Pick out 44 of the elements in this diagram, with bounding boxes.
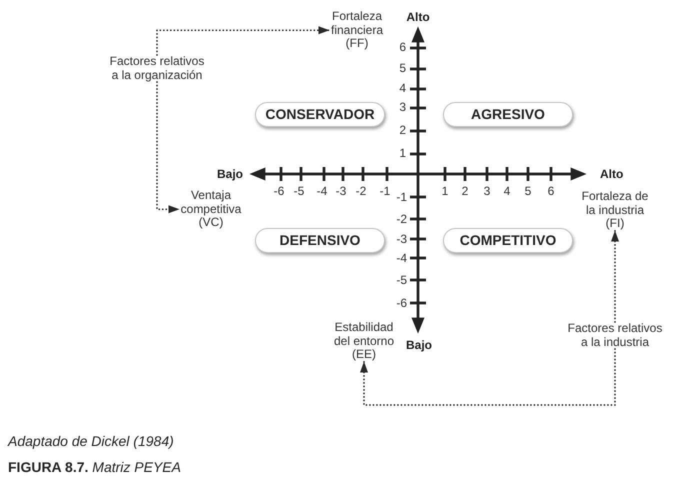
tick-label: -4 bbox=[396, 251, 407, 265]
tick-label: -3 bbox=[396, 232, 407, 246]
axis-end-label: Alto bbox=[600, 167, 624, 181]
tick-label: 3 bbox=[484, 184, 490, 198]
tick-label: 5 bbox=[399, 61, 406, 75]
tick-label: -1 bbox=[380, 184, 390, 198]
tick-label: -4 bbox=[316, 184, 328, 198]
quadrant-label: COMPETITIVO bbox=[443, 228, 573, 252]
axis-title: Fortaleza de la industria (FI) bbox=[580, 190, 650, 230]
quadrant-label: CONSERVADOR bbox=[255, 102, 385, 126]
dotted-arrow bbox=[611, 230, 619, 323]
tick-label: -5 bbox=[396, 273, 407, 287]
dotted-arrow bbox=[156, 26, 330, 56]
tick-label: -5 bbox=[294, 184, 304, 198]
tick-label: -6 bbox=[396, 296, 407, 310]
tick-label: 3 bbox=[399, 100, 406, 114]
tick-label: 6 bbox=[399, 40, 406, 54]
tick-label: 2 bbox=[399, 123, 406, 137]
figure-caption: FIGURA 8.7. Matriz PEYEA bbox=[8, 459, 181, 475]
quadrant-label: AGRESIVO bbox=[443, 102, 573, 126]
tick-label: -6 bbox=[274, 184, 284, 198]
tick-label: 2 bbox=[462, 184, 468, 198]
annotation-text: Factores relativos a la organización bbox=[108, 55, 206, 82]
dotted-arrow bbox=[360, 348, 616, 406]
axis-end-label: Alto bbox=[406, 10, 430, 24]
tick-label: -2 bbox=[356, 184, 366, 198]
tick-label: -2 bbox=[396, 212, 407, 226]
axis-title: Fortaleza financiera (FF) bbox=[330, 10, 384, 50]
tick-label: 4 bbox=[504, 184, 510, 198]
axis-end-label: Bajo bbox=[216, 167, 243, 181]
source-note: Adaptado de Dickel (1984) bbox=[8, 434, 174, 448]
tick-label: 6 bbox=[548, 184, 554, 198]
axis-title: Ventaja competitiva (VC) bbox=[180, 189, 242, 230]
dotted-arrow bbox=[156, 81, 180, 214]
tick-label: -3 bbox=[336, 184, 346, 198]
tick-label: 5 bbox=[524, 184, 532, 198]
tick-label: 1 bbox=[442, 184, 448, 198]
tick-label: 1 bbox=[399, 146, 406, 160]
annotation-text: Factores relativos a la industria bbox=[566, 322, 664, 349]
quadrant-label: DEFENSIVO bbox=[255, 228, 385, 252]
tick-label: 4 bbox=[399, 81, 406, 95]
axis-title: Estabilidad del entorno (EE) bbox=[332, 321, 396, 362]
tick-label: -1 bbox=[396, 190, 407, 204]
axis-end-label: Bajo bbox=[406, 338, 432, 352]
